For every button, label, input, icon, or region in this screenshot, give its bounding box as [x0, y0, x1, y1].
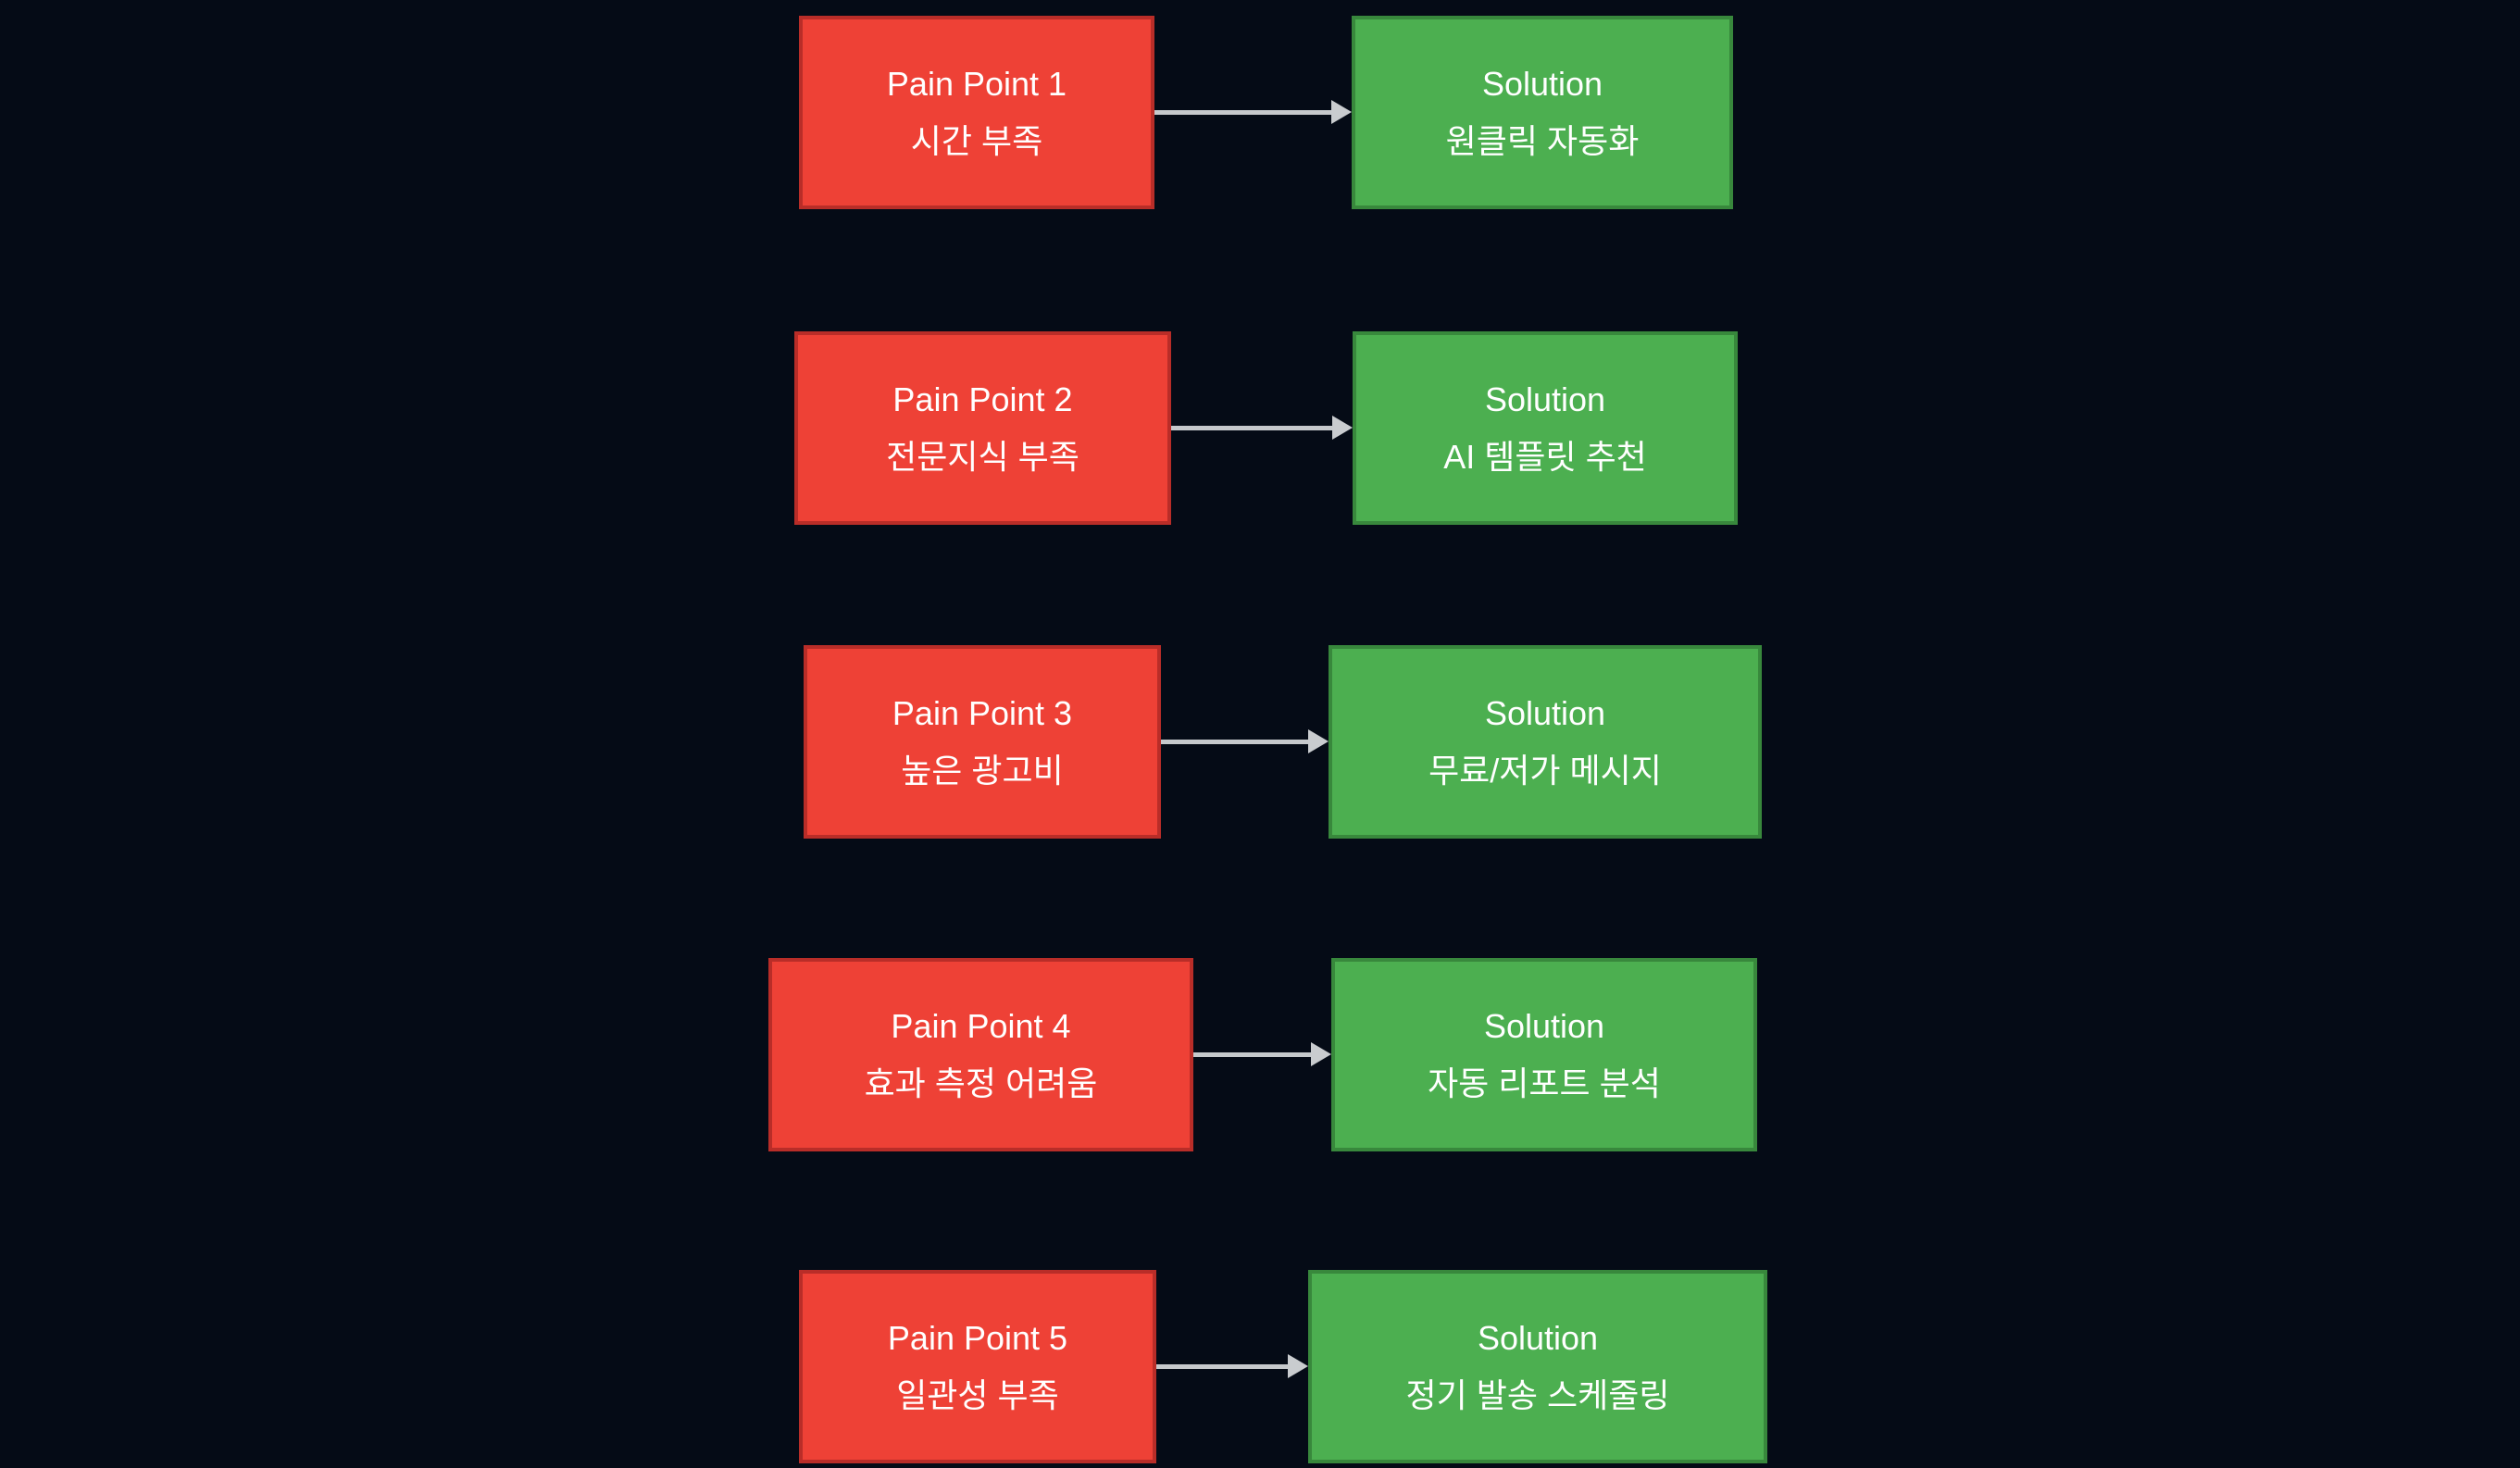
arrowhead-icon	[1308, 729, 1329, 753]
arrow-shaft	[1171, 425, 1332, 430]
solution-5-title: Solution	[1477, 1318, 1599, 1357]
arrowhead-icon	[1288, 1354, 1308, 1378]
arrow-connector-4	[1193, 1042, 1331, 1066]
arrow-shaft	[1154, 109, 1331, 115]
pain-point-1-box: Pain Point 1 시간 부족	[799, 16, 1154, 209]
pain-point-2-box: Pain Point 2 전문지식 부족	[794, 331, 1171, 525]
arrowhead-icon	[1311, 1042, 1331, 1066]
solution-3-title: Solution	[1484, 693, 1606, 732]
arrow-connector-2	[1171, 416, 1353, 440]
pain-point-3-title: Pain Point 3	[892, 693, 1073, 732]
pain-point-5-box: Pain Point 5 일관성 부족	[799, 1270, 1156, 1463]
solution-4-title: Solution	[1483, 1006, 1605, 1045]
pain-point-3-box: Pain Point 3 높은 광고비	[804, 645, 1161, 839]
solution-2-title: Solution	[1484, 379, 1606, 418]
solution-3-desc: 무료/저가 메시지	[1428, 751, 1662, 790]
arrow-shaft	[1156, 1363, 1288, 1369]
pain-point-1-desc: 시간 부족	[910, 121, 1043, 160]
pain-point-5-desc: 일관성 부족	[896, 1375, 1059, 1414]
solution-1-title: Solution	[1481, 64, 1603, 103]
solution-3-box: Solution 무료/저가 메시지	[1329, 645, 1762, 839]
arrowhead-icon	[1332, 416, 1353, 440]
arrowhead-icon	[1331, 100, 1352, 124]
arrow-connector-3	[1161, 729, 1329, 753]
pain-point-3-desc: 높은 광고비	[901, 751, 1064, 790]
solution-1-box: Solution 원클릭 자동화	[1352, 16, 1733, 209]
pain-point-2-desc: 전문지식 부족	[886, 437, 1079, 476]
solution-1-desc: 원클릭 자동화	[1445, 121, 1640, 160]
arrow-shaft	[1161, 739, 1308, 744]
solution-5-desc: 정기 발송 스케줄링	[1405, 1375, 1670, 1414]
pain-point-4-desc: 효과 측정 어려움	[864, 1064, 1098, 1102]
solution-5-box: Solution 정기 발송 스케줄링	[1308, 1270, 1767, 1463]
solution-2-desc: AI 템플릿 추천	[1443, 437, 1647, 476]
pain-point-5-title: Pain Point 5	[887, 1318, 1068, 1357]
solution-2-box: Solution AI 템플릿 추천	[1353, 331, 1738, 525]
pain-point-1-title: Pain Point 1	[886, 64, 1067, 103]
pain-point-4-title: Pain Point 4	[891, 1006, 1071, 1045]
solution-4-box: Solution 자동 리포트 분석	[1331, 958, 1757, 1151]
arrow-connector-1	[1154, 100, 1352, 124]
arrow-shaft	[1193, 1051, 1311, 1057]
pain-point-4-box: Pain Point 4 효과 측정 어려움	[768, 958, 1193, 1151]
pain-point-2-title: Pain Point 2	[892, 379, 1073, 418]
arrow-connector-5	[1156, 1354, 1308, 1378]
solution-4-desc: 자동 리포트 분석	[1428, 1064, 1661, 1102]
